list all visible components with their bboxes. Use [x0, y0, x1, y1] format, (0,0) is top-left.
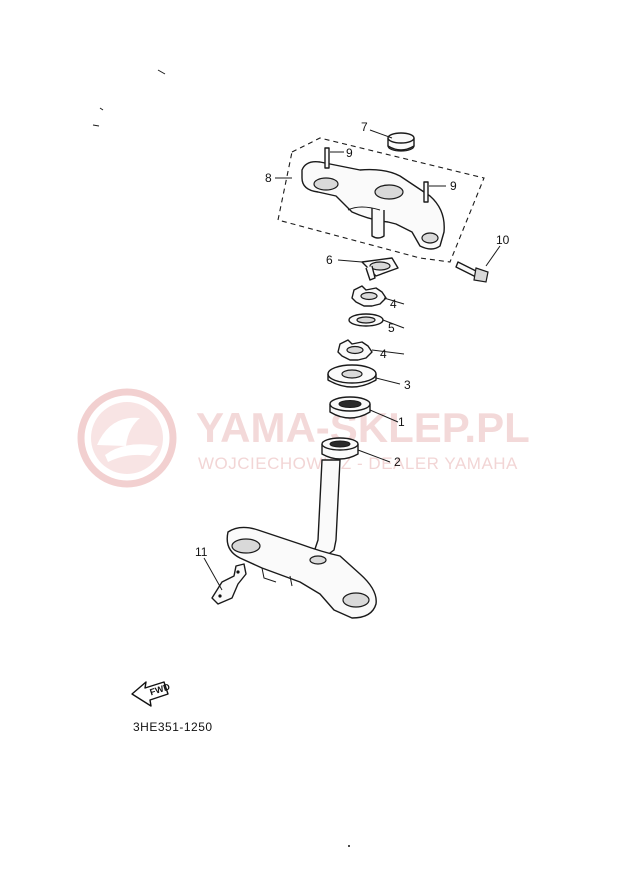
callout-11: 11 [195, 545, 208, 559]
bolt-part [455, 261, 489, 283]
under-bracket-part [226, 459, 377, 619]
callout-2: 2 [394, 455, 401, 469]
callout-6: 6 [326, 253, 333, 267]
lock-washer-part [361, 257, 399, 281]
washer-part [348, 313, 384, 327]
part-code: 3HE351-1250 [133, 720, 213, 734]
stray-marks [92, 69, 350, 847]
lower-bearing-part [321, 437, 359, 460]
leader-lines [203, 129, 501, 591]
callout-3: 3 [404, 378, 411, 392]
bearing-cover-part [327, 364, 377, 388]
callout-7: 7 [361, 120, 368, 134]
callout-1: 1 [398, 415, 405, 429]
upper-bracket-group-outline [277, 137, 485, 263]
ring-nut-lower-part [337, 339, 373, 361]
callout-9-left: 9 [346, 146, 353, 160]
forward-arrow-icon: FWD [131, 681, 172, 707]
callout-5: 5 [388, 321, 395, 335]
cap-part [387, 132, 415, 152]
upper-bearing-part [329, 396, 371, 419]
watermark-subtitle: WOJCIECHOWICZ - DEALER YAMAHA [198, 454, 518, 473]
callout-8: 8 [265, 171, 272, 185]
stay-bracket-part [211, 563, 247, 605]
ring-nut-upper-part [351, 285, 387, 307]
callout-4-upper: 4 [390, 297, 397, 311]
watermark-logo [77, 388, 177, 488]
callout-9-right: 9 [450, 179, 457, 193]
callout-10: 10 [496, 233, 510, 247]
upper-bracket-part [301, 147, 445, 250]
callout-4-lower: 4 [380, 347, 387, 361]
callout-labels: 7 9 8 9 10 6 4 5 4 3 1 2 11 [195, 120, 510, 559]
